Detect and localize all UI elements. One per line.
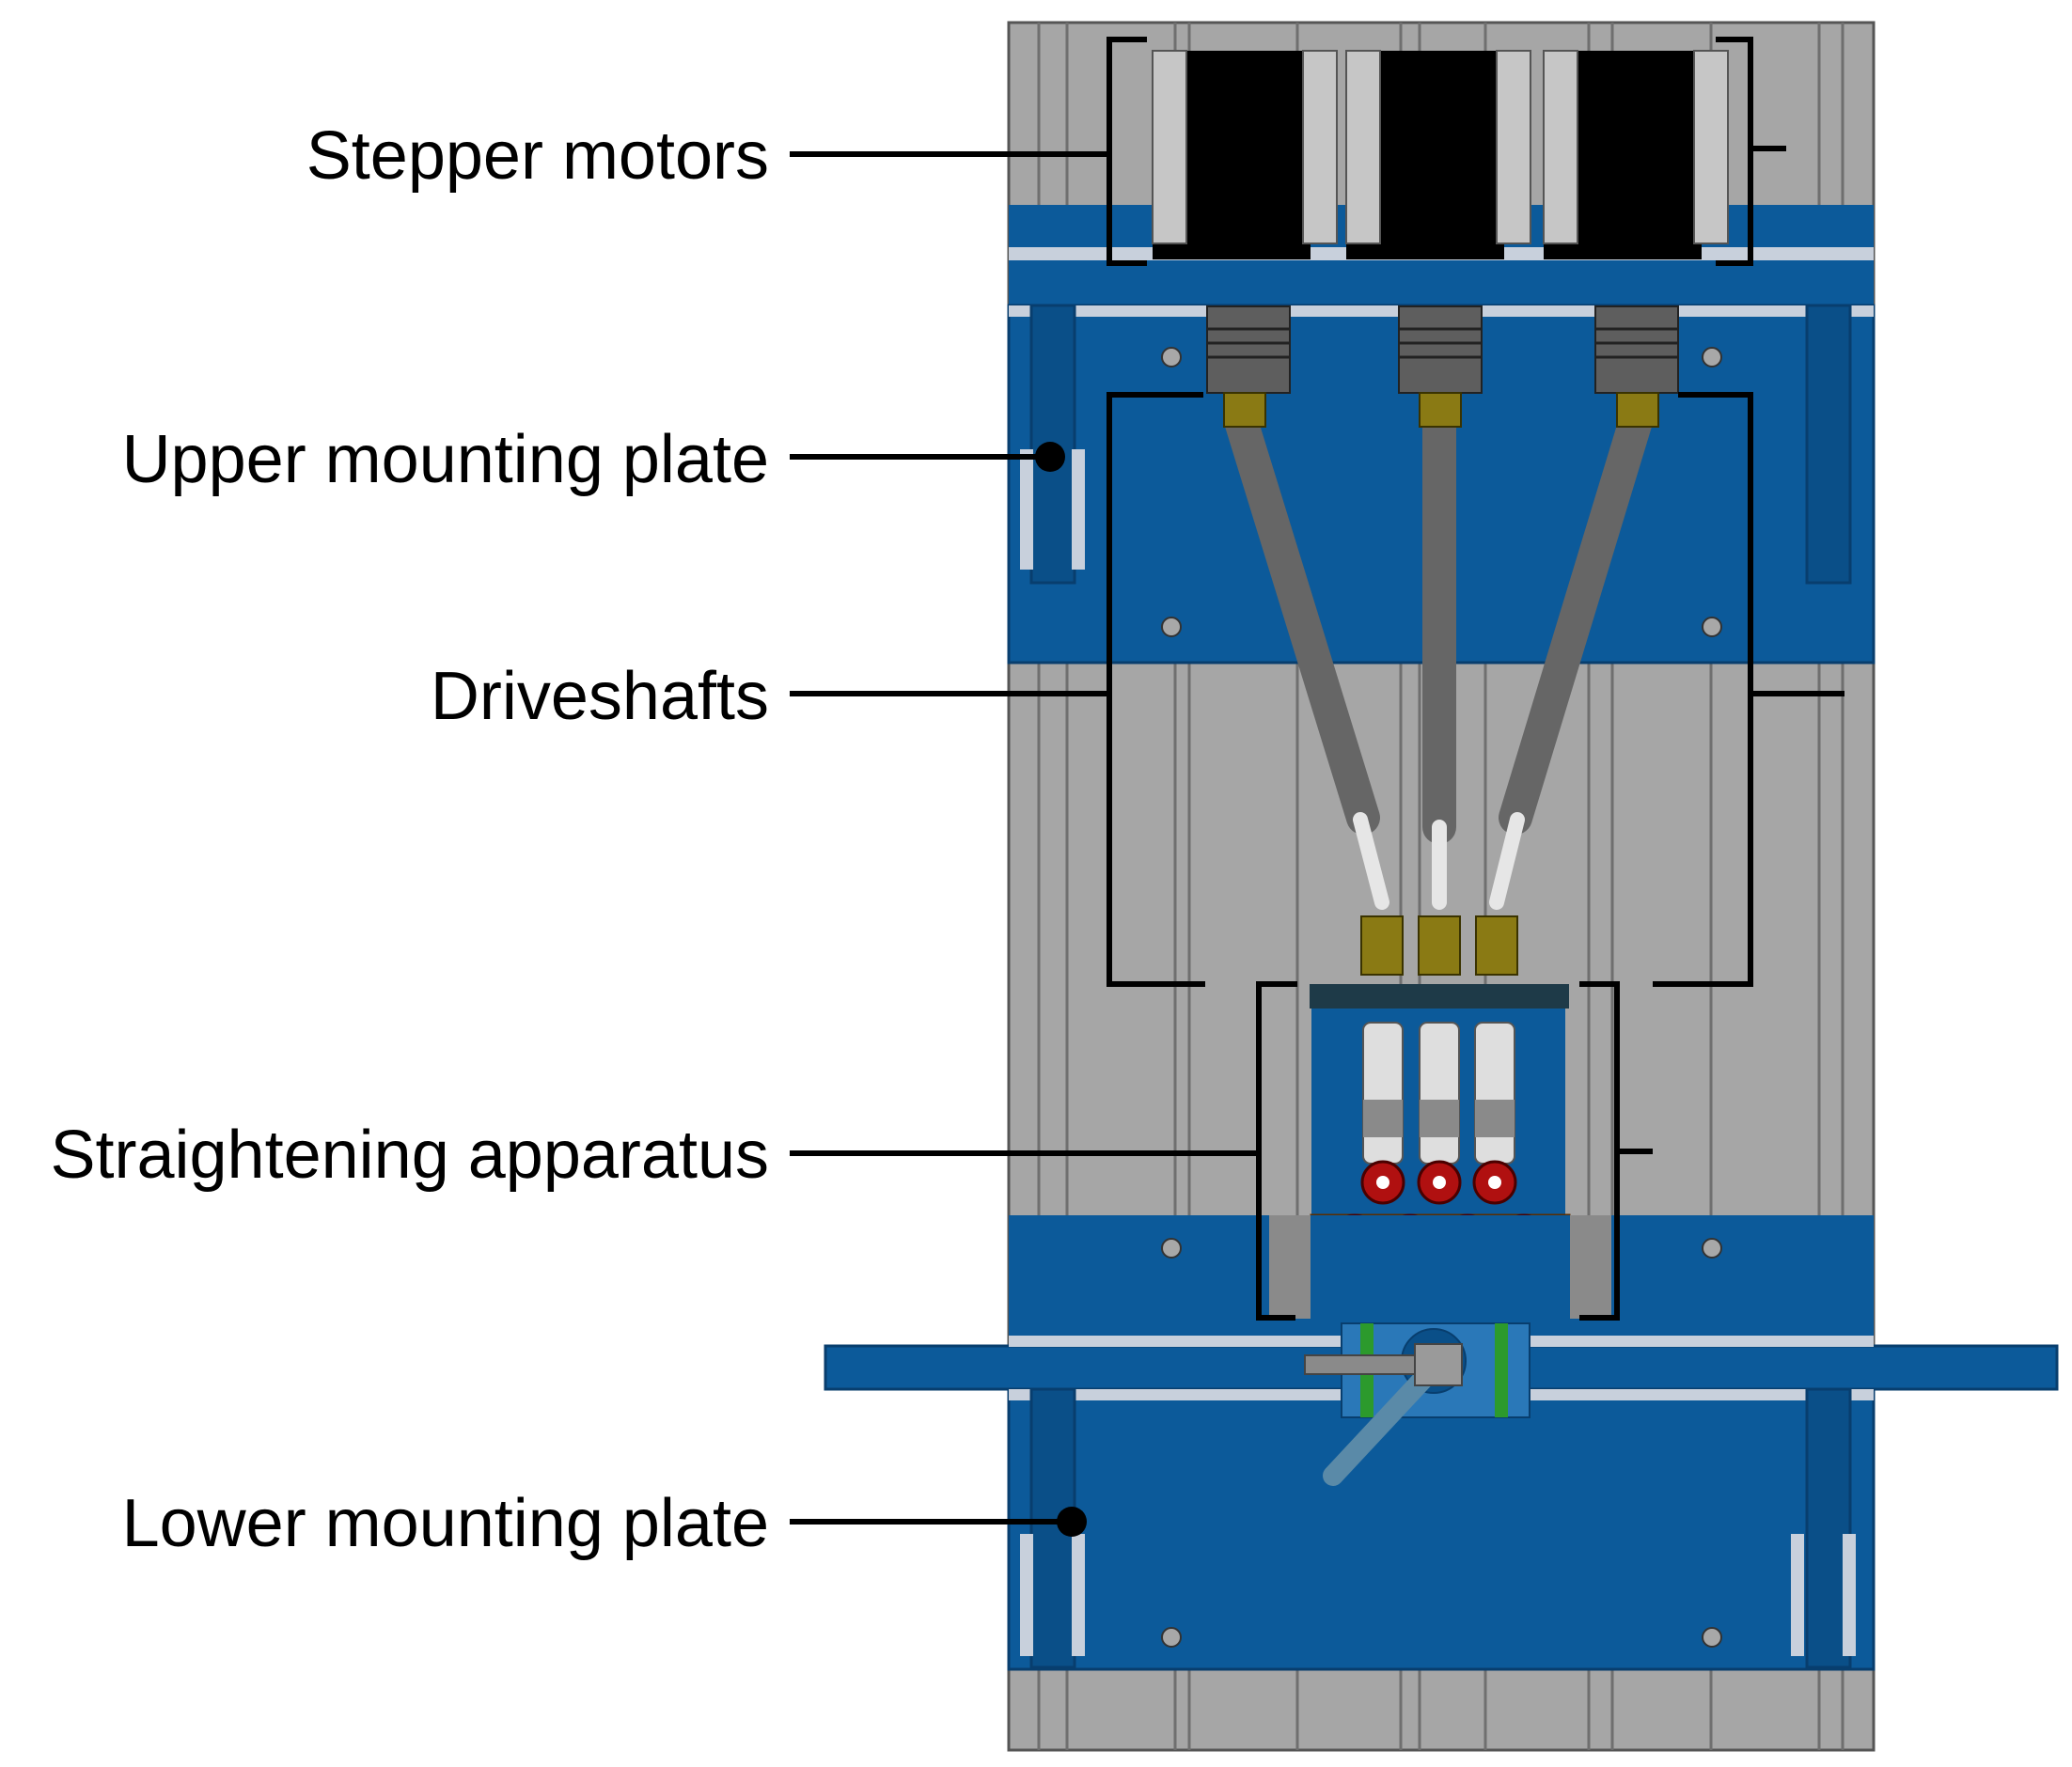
- bolt-hole: [1161, 1627, 1182, 1648]
- stepper-motor-left: [1152, 50, 1338, 259]
- bolt-hole: [1702, 347, 1722, 367]
- leader-dot-upper-plate: [1035, 442, 1065, 472]
- callout-stepper-motors: Stepper motors: [306, 118, 1109, 194]
- driveshaft-right: [1499, 404, 1653, 835]
- label-lower-mounting-plate: Lower mounting plate: [122, 1486, 769, 1561]
- shaft-couplings: [1206, 305, 1679, 394]
- driveshafts: [1223, 392, 1659, 976]
- lower-mounting-plate: [824, 1215, 2059, 1671]
- bracket-driveshafts-left: [1107, 392, 1205, 987]
- bolt-hole: [1702, 1627, 1722, 1648]
- stepper-motor-right: [1543, 50, 1729, 259]
- callout-lower-mounting-plate: Lower mounting plate: [122, 1486, 1087, 1561]
- label-stepper-motors: Stepper motors: [306, 118, 769, 194]
- callout-upper-mounting-plate: Upper mounting plate: [122, 422, 1065, 497]
- bolt-hole: [1702, 1238, 1722, 1259]
- bolt-hole: [1161, 347, 1182, 367]
- bolt-hole: [1161, 617, 1182, 637]
- label-straightening-apparatus: Straightening apparatus: [50, 1118, 769, 1193]
- label-driveshafts: Driveshafts: [431, 659, 769, 734]
- stepper-motors: [1152, 50, 1729, 259]
- bolt-hole: [1702, 617, 1722, 637]
- leader-dot-lower-plate: [1057, 1507, 1087, 1537]
- stepper-motor-center: [1345, 50, 1531, 259]
- bracket-driveshafts-right: [1653, 392, 1753, 987]
- bolt-hole: [1161, 1238, 1182, 1259]
- callout-straightening-apparatus: Straightening apparatus: [50, 1118, 1259, 1193]
- callout-driveshafts: Driveshafts: [431, 659, 1109, 734]
- label-upper-mounting-plate: Upper mounting plate: [122, 422, 769, 497]
- driveshaft-left: [1224, 404, 1380, 835]
